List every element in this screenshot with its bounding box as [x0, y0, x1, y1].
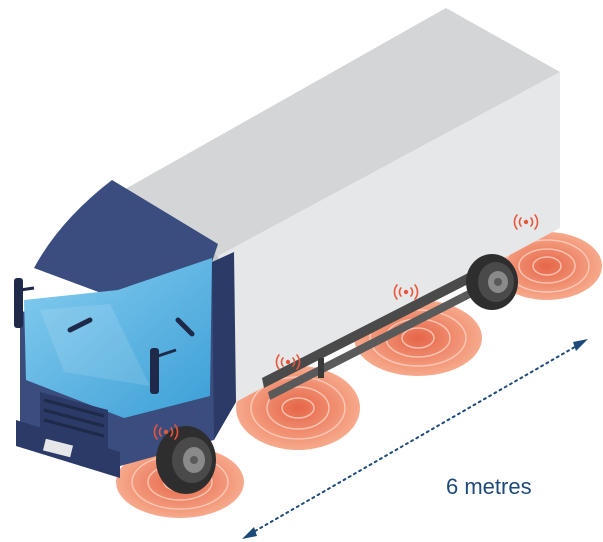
wifi-signal-icon: [393, 284, 419, 300]
cab-side: [206, 252, 236, 440]
wifi-signal-icon: [153, 424, 179, 440]
windshield: [24, 258, 212, 418]
cargo-box-side: [218, 72, 560, 402]
right-mirror: [150, 348, 159, 394]
arrow-right-icon: [573, 339, 588, 351]
wifi-signal-icon: [513, 214, 539, 230]
front-wheel: [156, 426, 216, 494]
left-mirror: [14, 278, 23, 328]
dimension-line: [242, 339, 588, 539]
cargo-box-top: [120, 8, 560, 256]
license-plate: [42, 438, 74, 458]
wifi-signal-icon: [275, 354, 301, 370]
chassis-rails: [262, 268, 484, 400]
side-mirrors: [14, 278, 177, 394]
sensor-icons: [153, 214, 539, 440]
rear-wheel: [466, 254, 518, 310]
dimension-label: 6 metres: [446, 474, 532, 499]
cab-roof: [34, 180, 218, 300]
cab: [16, 180, 236, 478]
arrow-left-icon: [242, 527, 257, 539]
